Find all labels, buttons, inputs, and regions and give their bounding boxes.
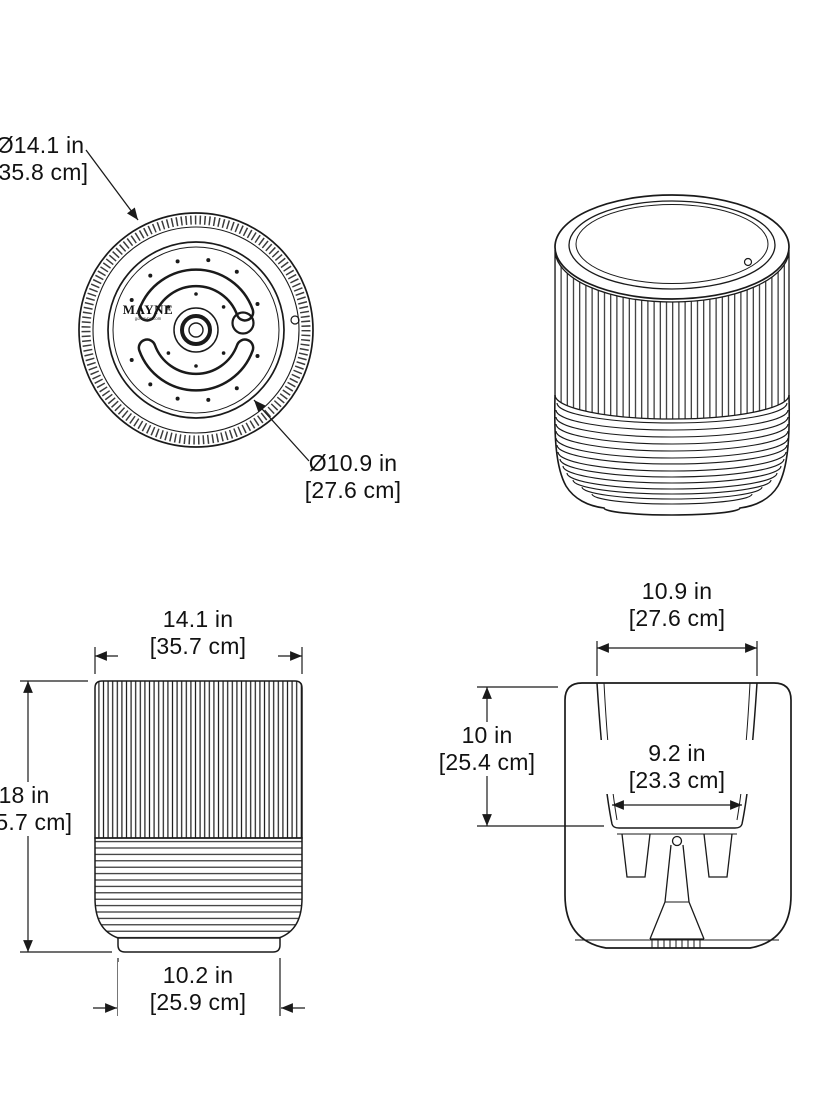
front-width-cm: [35.7 cm] bbox=[149, 633, 247, 659]
section-inner-depth-label: 10 in [25.4 cm] bbox=[412, 722, 562, 776]
top-view-drawing bbox=[78, 212, 314, 448]
front-height-label: 18 in [45.7 cm] bbox=[0, 782, 84, 836]
front-view-drawing bbox=[94, 680, 303, 953]
front-width-inches: 14.1 in bbox=[162, 606, 234, 632]
section-opening-inches: 10.9 in bbox=[641, 578, 713, 604]
section-foot-hatch bbox=[651, 940, 701, 948]
center-hub bbox=[173, 307, 219, 353]
section-inner-width-label: 9.2 in [23.3 cm] bbox=[597, 740, 757, 794]
perspective-view-drawing bbox=[553, 194, 791, 516]
front-width-label: 14.1 in [35.7 cm] bbox=[118, 606, 278, 660]
ribbed-base-outline bbox=[553, 394, 791, 516]
top-view-inner-diameter-label: Ø10.9 in [27.6 cm] bbox=[278, 450, 428, 504]
brand-url: gomayne.com bbox=[134, 317, 162, 322]
knurled-rim-texture bbox=[81, 215, 311, 445]
brand-logo: MAYNE gomayne.com bbox=[115, 303, 181, 323]
outer-diameter-leader-arrow bbox=[85, 149, 139, 221]
section-view-drawing bbox=[564, 682, 792, 949]
section-stem-cap bbox=[671, 835, 683, 847]
inner-diameter-cm: [27.6 cm] bbox=[304, 477, 402, 503]
section-opening-width-label: 10.9 in [27.6 cm] bbox=[597, 578, 757, 632]
section-depth-cm: [25.4 cm] bbox=[438, 749, 536, 775]
inner-diameter-inches: Ø10.9 in bbox=[308, 450, 398, 476]
front-base bbox=[117, 937, 281, 953]
front-ribbed-section bbox=[94, 837, 303, 939]
drain-holes bbox=[129, 258, 260, 402]
section-view-dimensions bbox=[477, 641, 758, 827]
outer-diameter-inches: Ø14.1 in bbox=[0, 132, 85, 158]
section-opening-cm: [27.6 cm] bbox=[628, 605, 726, 631]
section-inner-width-cm: [23.3 cm] bbox=[628, 767, 726, 793]
top-view-outer-diameter-label: Ø14.1 in [35.8 cm] bbox=[0, 132, 120, 186]
front-base-width-label: 10.2 in [25.9 cm] bbox=[118, 962, 278, 1016]
section-right-leg bbox=[703, 833, 733, 878]
section-depth-inches: 10 in bbox=[461, 722, 513, 748]
overflow-hole bbox=[290, 315, 300, 325]
section-outer-shell bbox=[564, 682, 792, 949]
brand-name: MAYNE bbox=[122, 302, 174, 317]
outer-diameter-cm: [35.8 cm] bbox=[0, 159, 89, 185]
front-base-width-inches: 10.2 in bbox=[162, 962, 234, 988]
rim-hole bbox=[743, 257, 753, 267]
front-height-cm: [45.7 cm] bbox=[0, 809, 73, 835]
front-height-inches: 18 in bbox=[0, 782, 50, 808]
section-inner-width-inches: 9.2 in bbox=[648, 740, 706, 766]
front-base-width-cm: [25.9 cm] bbox=[149, 989, 247, 1015]
ribbed-base-lines bbox=[555, 402, 789, 505]
top-rim bbox=[554, 194, 790, 300]
front-fluted-section bbox=[94, 680, 303, 839]
section-left-leg bbox=[621, 833, 651, 878]
fill-port bbox=[231, 311, 255, 335]
inner-diameter-leader-arrow bbox=[253, 399, 310, 462]
top-view-leader-lines bbox=[85, 149, 310, 462]
